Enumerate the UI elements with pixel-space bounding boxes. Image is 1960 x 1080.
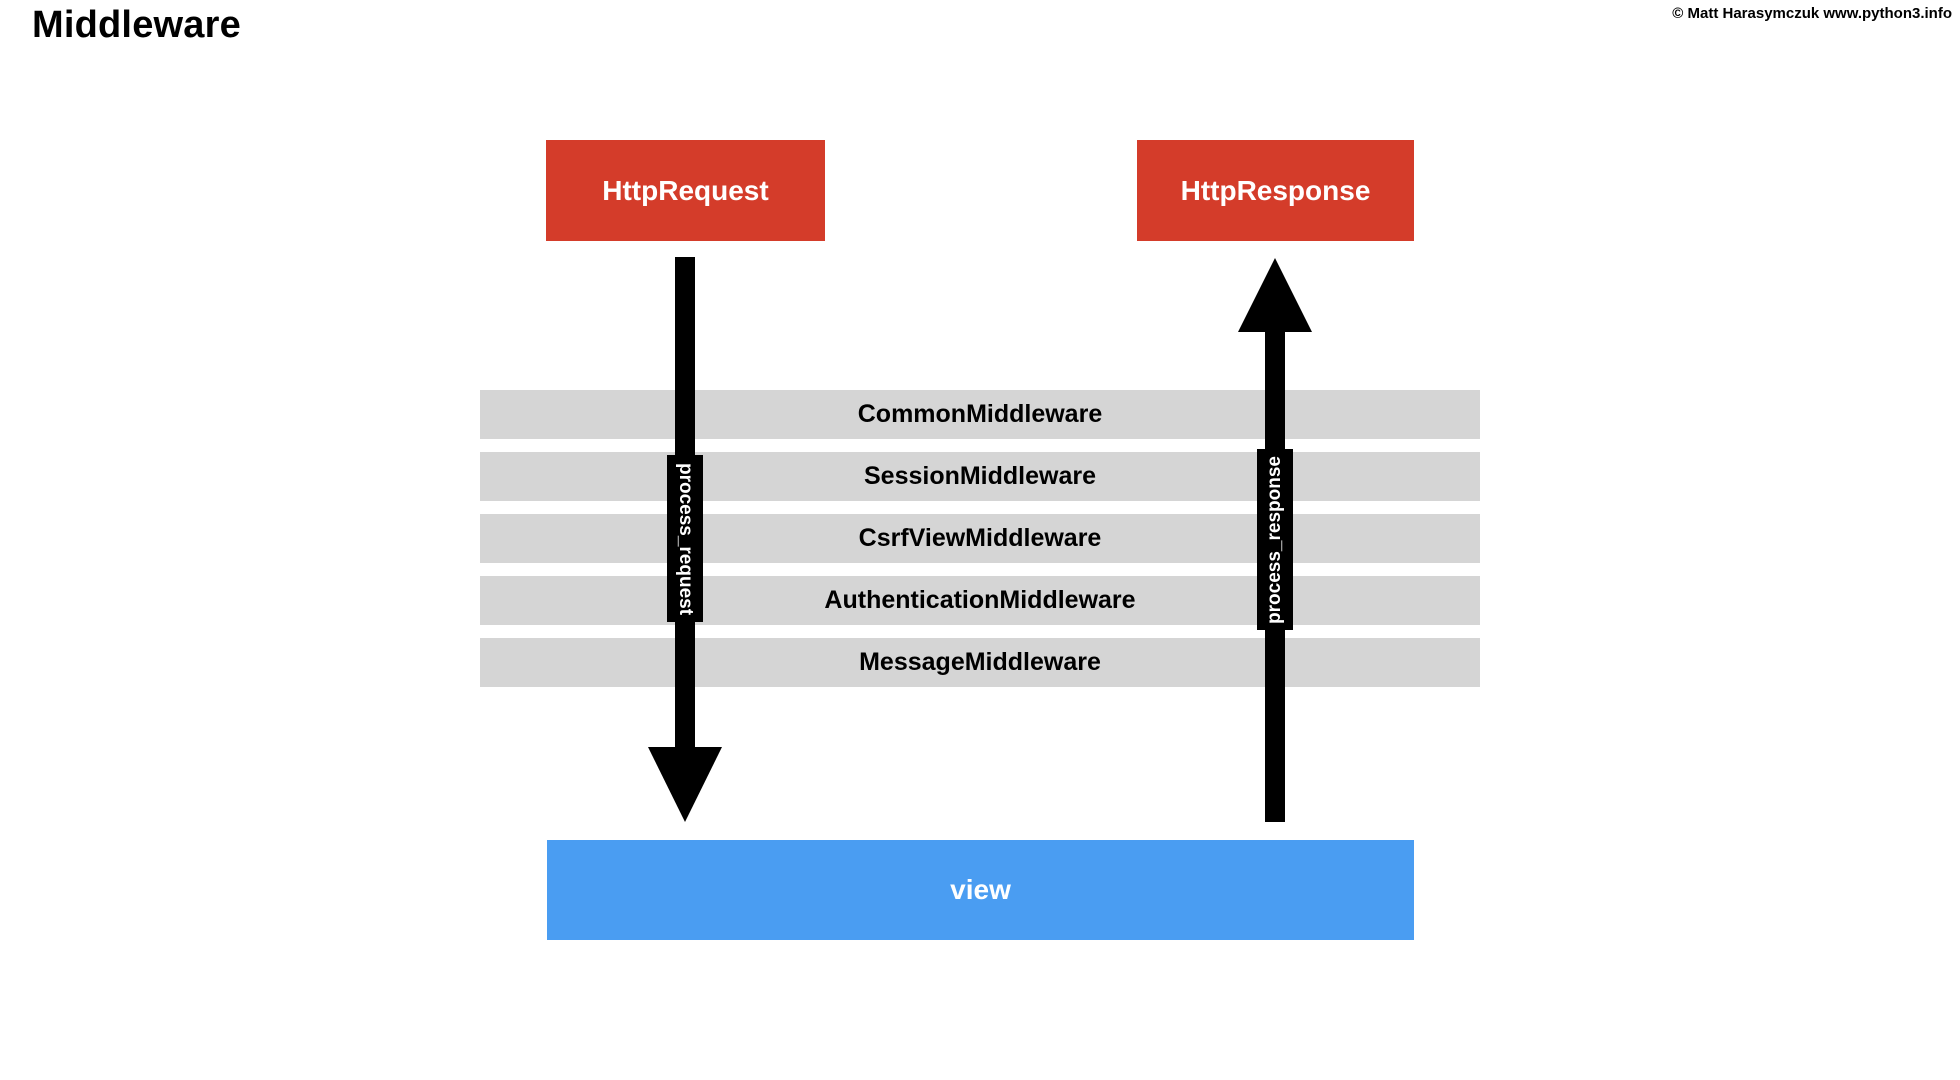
middleware-layer-session: SessionMiddleware (480, 452, 1480, 501)
http-response-label: HttpResponse (1180, 174, 1371, 206)
arrow-up-icon (1238, 258, 1312, 332)
middleware-layer-label: MessageMiddleware (859, 648, 1101, 676)
view-label: view (950, 874, 1011, 905)
process-response-label: process_response (1257, 449, 1293, 630)
middleware-layer-label: AuthenticationMiddleware (824, 586, 1136, 614)
middleware-layer-message: MessageMiddleware (480, 638, 1480, 687)
middleware-layer-label: CommonMiddleware (857, 400, 1103, 428)
middleware-layer-label: CsrfViewMiddleware (858, 524, 1102, 552)
middleware-layer-common: CommonMiddleware (480, 390, 1480, 439)
http-request-box: HttpRequest (546, 140, 825, 241)
page-title: Middleware (32, 4, 241, 46)
copyright: © Matt Harasymczuk www.python3.info (1672, 5, 1952, 22)
process-request-label-text: process_request (675, 462, 696, 615)
http-response-box: HttpResponse (1137, 140, 1414, 241)
middleware-layer-authentication: AuthenticationMiddleware (480, 576, 1480, 625)
process-request-label: process_request (667, 455, 703, 622)
view-box: view (547, 840, 1414, 940)
arrow-down-icon (648, 747, 722, 822)
process-response-label-text: process_response (1264, 455, 1285, 624)
middleware-layer-label: SessionMiddleware (863, 462, 1097, 490)
http-request-label: HttpRequest (602, 174, 769, 206)
middleware-layer-csrfview: CsrfViewMiddleware (480, 514, 1480, 563)
